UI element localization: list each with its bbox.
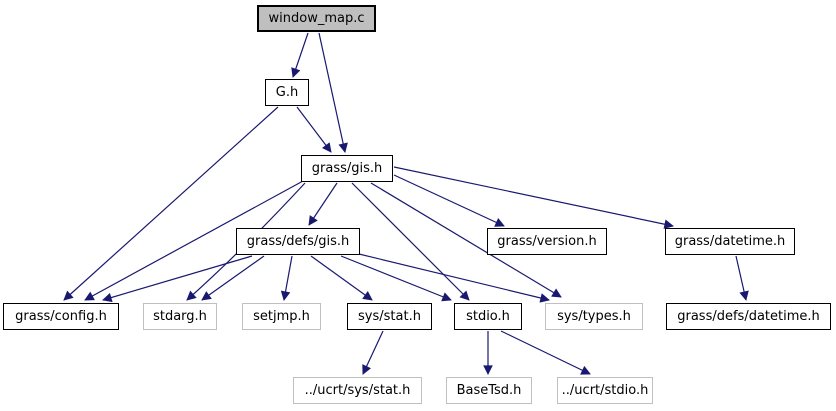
edge-grass_defs_gis_h-to-setjmp_h xyxy=(280,255,293,301)
edge-grass_gis_h-to-grass_defs_gis_h xyxy=(308,182,338,226)
edge-g_h-to-grass_config_h xyxy=(63,106,279,301)
node-grass_defs_gis_h[interactable]: grass/defs/gis.h xyxy=(236,228,360,255)
edge-g_h-to-grass_gis_h xyxy=(296,106,332,153)
node-ucrt_sys_stat_h: ../ucrt/sys/stat.h xyxy=(293,377,422,404)
node-setjmp_h: setjmp.h xyxy=(242,303,321,330)
node-window_map_c: window_map.c xyxy=(257,5,376,32)
node-sys_stat_h[interactable]: sys/stat.h xyxy=(347,303,432,330)
node-g_h[interactable]: G.h xyxy=(265,79,309,106)
node-ucrt_stdio_h: ../ucrt/stdio.h xyxy=(557,377,653,404)
edge-sys_stat_h-to-ucrt_sys_stat_h xyxy=(362,330,384,375)
node-basetsd_h: BaseTsd.h xyxy=(446,377,532,404)
edge-grass_defs_gis_h-to-grass_config_h xyxy=(102,255,253,303)
node-grass_defs_datetime_h[interactable]: grass/defs/datetime.h xyxy=(666,303,831,330)
edge-grass_gis_h-to-stdio_h xyxy=(351,182,470,301)
node-grass_gis_h[interactable]: grass/gis.h xyxy=(301,155,393,182)
node-grass_config_h[interactable]: grass/config.h xyxy=(3,303,119,330)
edge-grass_defs_gis_h-to-sys_stat_h xyxy=(310,255,373,301)
node-grass_version_h[interactable]: grass/version.h xyxy=(487,228,607,255)
edge-grass_gis_h-to-sys_types_h xyxy=(370,182,562,298)
node-stdarg_h: stdarg.h xyxy=(143,303,217,330)
node-sys_types_h: sys/types.h xyxy=(545,303,643,330)
node-grass_datetime_h[interactable]: grass/datetime.h xyxy=(665,228,795,255)
edge-grass_defs_gis_h-to-sys_types_h xyxy=(358,253,550,303)
edge-grass_defs_gis_h-to-stdio_h xyxy=(340,255,452,302)
edge-grass_gis_h-to-grass_config_h xyxy=(84,180,304,301)
edge-window_map_c-to-grass_gis_h xyxy=(318,32,348,153)
node-stdio_h[interactable]: stdio.h xyxy=(454,303,522,330)
edge-grass_defs_gis_h-to-stdarg_h xyxy=(201,255,265,301)
edge-grass_datetime_h-to-grass_defs_datetime_h xyxy=(735,255,749,301)
edge-grass_gis_h-to-grass_version_h xyxy=(393,174,505,227)
edge-grass_gis_h-to-grass_datetime_h xyxy=(393,166,674,229)
edge-stdio_h-to-ucrt_stdio_h xyxy=(500,330,591,375)
edge-window_map_c-to-g_h xyxy=(291,32,309,78)
